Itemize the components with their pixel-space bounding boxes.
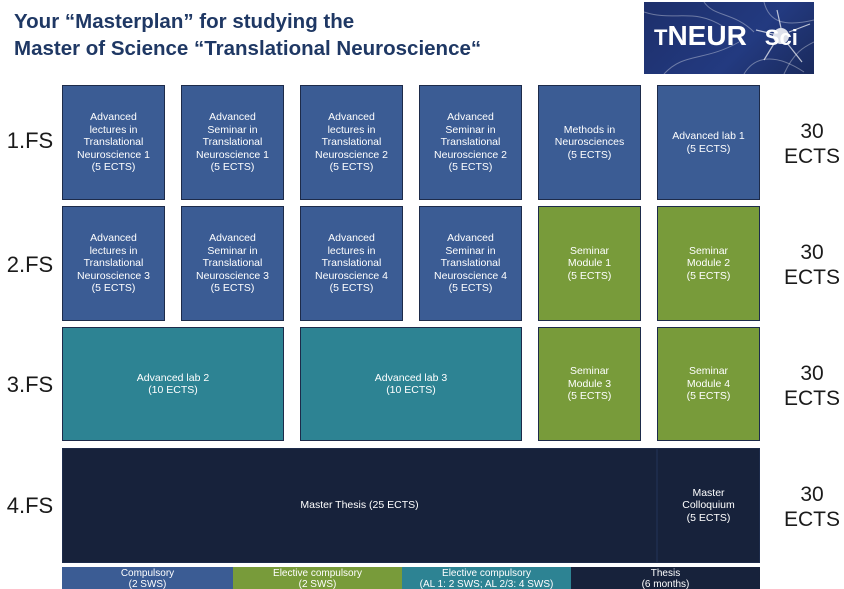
ects-total-3: 30 ECTS [776, 361, 844, 411]
module-label: Master Colloquium (5 ECTS) [682, 486, 735, 524]
ects-value: 30 [800, 362, 824, 385]
module-label: Seminar Module 4 (5 ECTS) [686, 365, 731, 403]
logo-suffix: Sci [764, 25, 798, 50]
ects-value: 30 [800, 483, 824, 506]
module-master-colloquium: Master Colloquium (5 ECTS) [657, 448, 760, 563]
legend-elective-compulsory: Elective compulsory (2 SWS) [233, 567, 402, 589]
module-advanced-lectures-1: Advanced lectures in Translational Neuro… [62, 85, 165, 200]
module-label: Advanced lectures in Translational Neuro… [77, 232, 150, 295]
module-label: Seminar Module 3 (5 ECTS) [567, 365, 612, 403]
module-advanced-lab-3: Advanced lab 3 (10 ECTS) [300, 327, 522, 441]
module-advanced-seminar-2: Advanced Seminar in Translational Neuros… [419, 85, 522, 200]
ects-total-4: 30 ECTS [776, 482, 844, 532]
module-label: Advanced Seminar in Translational Neuros… [434, 232, 507, 295]
module-advanced-lectures-4: Advanced lectures in Translational Neuro… [300, 206, 403, 321]
module-label: Advanced Seminar in Translational Neuros… [196, 232, 269, 295]
semester-label-2: 2.FS [6, 252, 54, 277]
module-label: Seminar Module 2 (5 ECTS) [686, 244, 731, 282]
module-label: Advanced lab 1 (5 ECTS) [672, 130, 745, 155]
ects-unit: ECTS [783, 145, 840, 168]
module-seminar-module-2: Seminar Module 2 (5 ECTS) [657, 206, 760, 321]
ects-unit: ECTS [783, 387, 840, 410]
legend-thesis: Thesis (6 months) [571, 567, 760, 589]
module-label: Advanced lab 2 (10 ECTS) [136, 371, 210, 397]
title-line-1: Your “Masterplan” for studying the [14, 10, 355, 33]
ects-value: 30 [800, 241, 824, 264]
module-advanced-seminar-4: Advanced Seminar in Translational Neuros… [419, 206, 522, 321]
module-label: Advanced Seminar in Translational Neuros… [434, 111, 507, 174]
module-master-thesis: Master Thesis (25 ECTS) [62, 448, 657, 563]
module-seminar-module-4: Seminar Module 4 (5 ECTS) [657, 327, 760, 441]
tneurosci-logo: TNEUR Sci [644, 2, 814, 74]
logo-prefix: T [654, 25, 668, 50]
module-methods-in-neurosciences: Methods in Neurosciences (5 ECTS) [538, 85, 641, 200]
module-label: Seminar Module 1 (5 ECTS) [567, 244, 612, 282]
legend-compulsory: Compulsory (2 SWS) [62, 567, 233, 589]
module-label: Advanced Seminar in Translational Neuros… [196, 111, 269, 174]
module-advanced-lab-2: Advanced lab 2 (10 ECTS) [62, 327, 284, 441]
module-seminar-module-3: Seminar Module 3 (5 ECTS) [538, 327, 641, 441]
ects-total-1: 30 ECTS [776, 119, 844, 169]
ects-unit: ECTS [783, 266, 840, 289]
page-title: Your “Masterplan” for studying the Maste… [14, 8, 614, 62]
module-advanced-seminar-3: Advanced Seminar in Translational Neuros… [181, 206, 284, 321]
module-advanced-lab-1: Advanced lab 1 (5 ECTS) [657, 85, 760, 200]
module-advanced-seminar-1: Advanced Seminar in Translational Neuros… [181, 85, 284, 200]
module-seminar-module-1: Seminar Module 1 (5 ECTS) [538, 206, 641, 321]
module-label: Methods in Neurosciences (5 ECTS) [554, 123, 625, 161]
semester-label-3: 3.FS [6, 372, 54, 397]
neuron-network-icon [644, 2, 814, 74]
logo-wordmark: TNEUR Sci [654, 20, 798, 52]
logo-main: NEUR [667, 20, 747, 51]
module-label: Master Thesis (25 ECTS) [300, 499, 419, 512]
ects-total-2: 30 ECTS [776, 240, 844, 290]
module-advanced-lectures-3: Advanced lectures in Translational Neuro… [62, 206, 165, 321]
title-line-2: Master of Science “Translational Neurosc… [14, 37, 482, 60]
module-label: Advanced lectures in Translational Neuro… [77, 111, 150, 174]
semester-label-1: 1.FS [6, 128, 54, 153]
ects-unit: ECTS [783, 508, 840, 531]
module-label: Advanced lab 3 (10 ECTS) [374, 371, 448, 397]
module-advanced-lectures-2: Advanced lectures in Translational Neuro… [300, 85, 403, 200]
semester-label-4: 4.FS [6, 493, 54, 518]
ects-value: 30 [800, 120, 824, 143]
module-label: Advanced lectures in Translational Neuro… [315, 232, 388, 295]
legend-elective-compulsory-lab: Elective compulsory (AL 1: 2 SWS; AL 2/3… [402, 567, 571, 589]
module-label: Advanced lectures in Translational Neuro… [315, 111, 388, 174]
